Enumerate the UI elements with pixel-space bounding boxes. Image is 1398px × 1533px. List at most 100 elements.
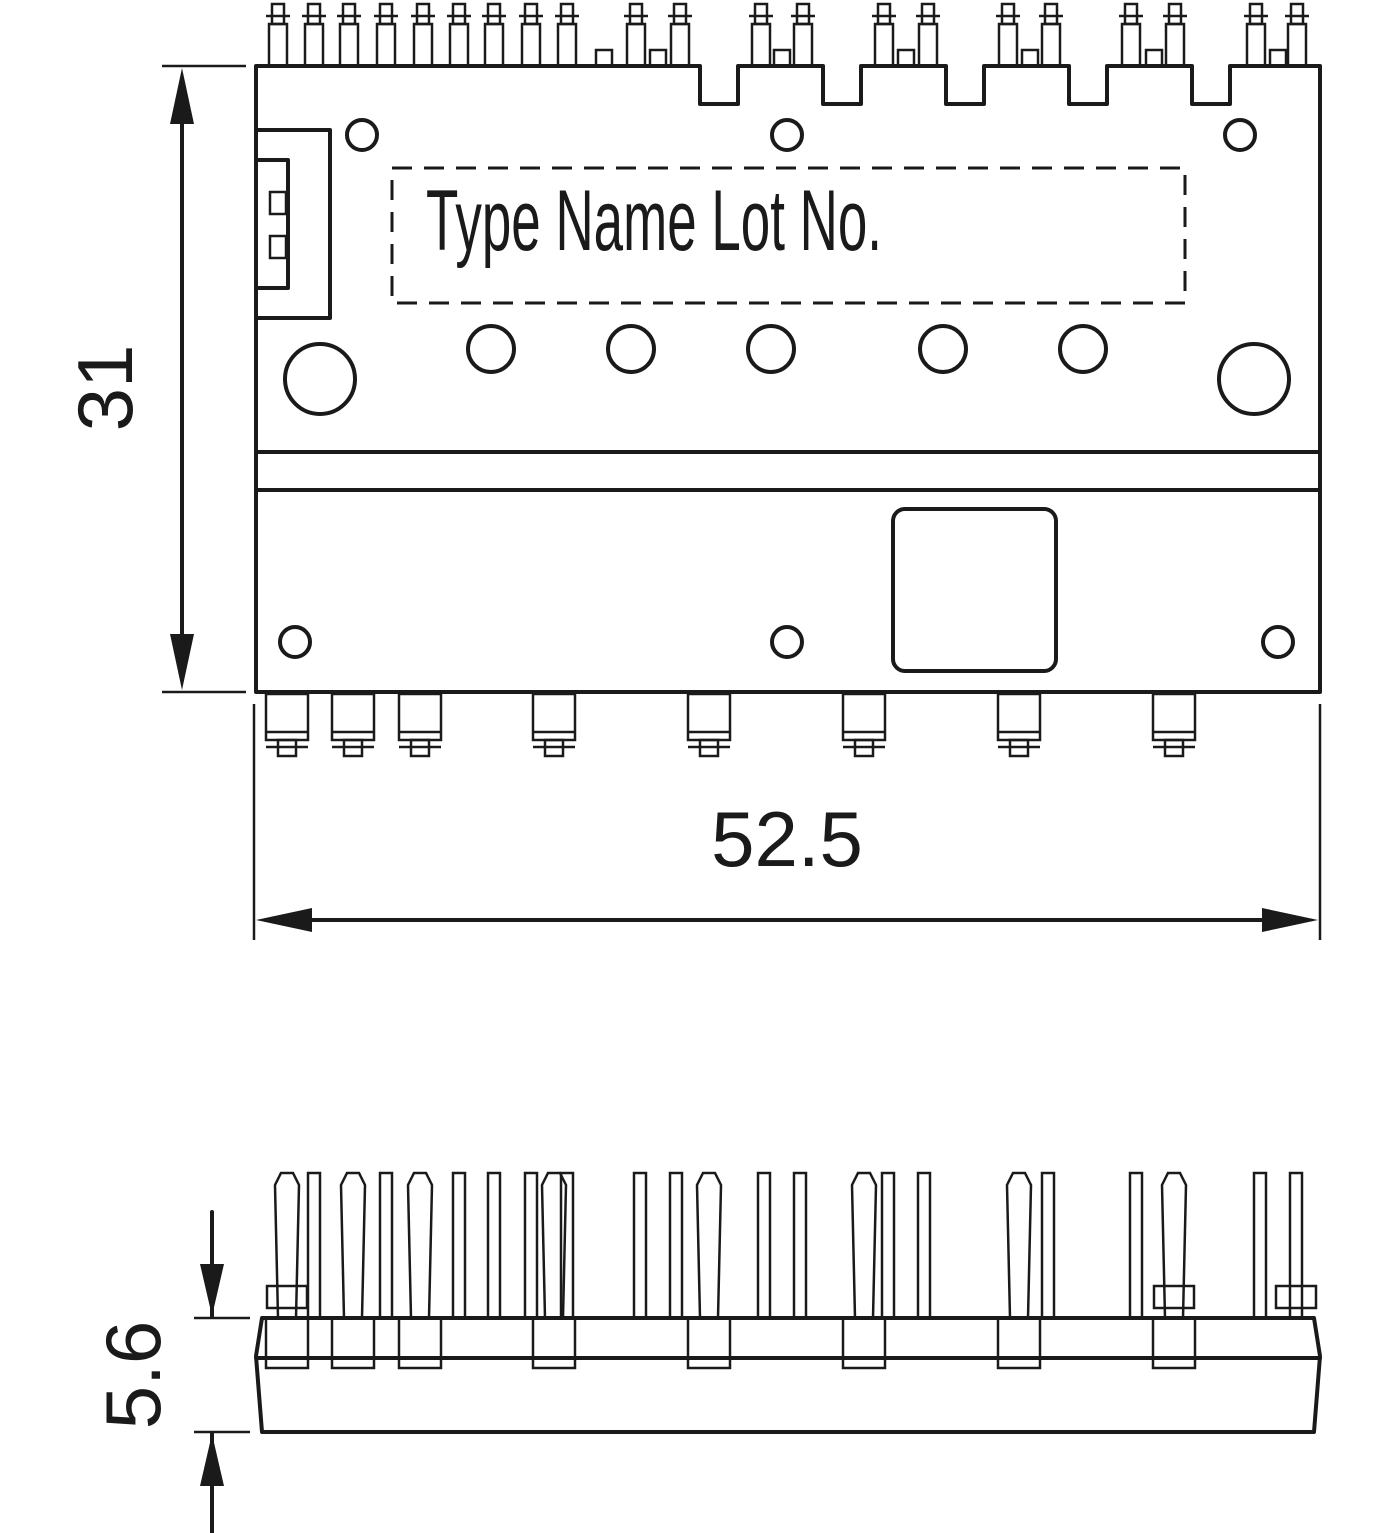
top-pin — [447, 2, 471, 68]
top-pin — [374, 2, 398, 68]
bottom-pin — [330, 692, 376, 758]
arrowhead-up — [170, 68, 194, 124]
medium-hole — [466, 324, 516, 374]
side-wide-pin — [397, 1171, 443, 1370]
side-narrow-pin — [1288, 1171, 1304, 1320]
width-dimension: 52.5 — [252, 704, 1322, 940]
pin-stub — [1268, 48, 1288, 68]
pin-lead — [1005, 1171, 1033, 1319]
side-body-outline — [254, 1316, 1322, 1434]
connector-pin — [268, 190, 288, 216]
pin-tip — [270, 2, 286, 26]
side-wide-pin — [264, 1171, 310, 1370]
side-view: 5.6 — [89, 1171, 1322, 1533]
top-view: Type Name Lot No. 31 — [61, 2, 1322, 940]
pin-tip — [559, 2, 575, 26]
side-narrow-pin — [668, 1171, 684, 1320]
side-narrow-pin — [1040, 1171, 1056, 1320]
top-pin — [624, 2, 648, 68]
pin-leg — [338, 22, 360, 68]
arrowhead-up — [200, 1434, 224, 1486]
medium-hole — [918, 324, 968, 374]
small-hole — [345, 118, 379, 152]
pin-tip — [523, 2, 539, 26]
pin-lead — [695, 1171, 723, 1319]
pin-leg — [1245, 22, 1267, 68]
side-narrow-pin — [559, 1171, 575, 1320]
pin-lead — [339, 1171, 367, 1319]
top-pin — [791, 2, 815, 68]
small-hole — [770, 625, 804, 659]
mounting-hole — [283, 342, 357, 416]
pin-leg — [303, 22, 325, 68]
pin-leg — [1120, 22, 1142, 68]
pin-base — [397, 1316, 443, 1370]
pin-lead — [1160, 1171, 1188, 1319]
pin-stub — [1144, 48, 1164, 68]
pin-leg — [997, 22, 1019, 68]
height-dimension-label: 31 — [61, 345, 149, 432]
pin-tip — [920, 2, 936, 26]
thickness-dimension-label: 5.6 — [89, 1321, 177, 1429]
pin-tip — [753, 2, 769, 26]
pin-leg — [750, 22, 772, 68]
small-hole — [278, 625, 312, 659]
square-pad — [891, 507, 1058, 673]
mounting-hole — [1217, 342, 1291, 416]
pin-tip — [628, 2, 644, 26]
pin-tip — [1000, 2, 1016, 26]
side-narrow-pin — [756, 1171, 772, 1320]
pin-stub — [648, 48, 668, 68]
arrowhead-right — [1262, 908, 1318, 932]
bottom-pin — [996, 692, 1042, 758]
bottom-pin — [1151, 692, 1197, 758]
module-body-outline — [254, 64, 1322, 694]
pin-stub — [594, 48, 614, 68]
pin-tip — [876, 2, 892, 26]
marking-area — [390, 166, 1187, 305]
retention-tab — [265, 1284, 309, 1310]
pin-leg — [520, 22, 542, 68]
pin-leg — [448, 22, 470, 68]
top-pin — [996, 2, 1020, 68]
pin-stub — [772, 48, 792, 68]
side-narrow-pin — [306, 1171, 322, 1320]
pin-lead — [850, 1171, 878, 1319]
pin-leg — [1286, 22, 1308, 68]
side-wide-pin — [686, 1171, 732, 1370]
top-pin — [749, 2, 773, 68]
side-wide-pin — [841, 1171, 887, 1370]
top-pin — [916, 2, 940, 68]
width-dimension-label: 52.5 — [711, 795, 863, 883]
top-pin — [1039, 2, 1063, 68]
pin-base — [330, 1316, 376, 1370]
side-narrow-pin — [792, 1171, 808, 1320]
pin-tip — [378, 2, 394, 26]
pin-tip — [486, 2, 502, 26]
small-hole — [1223, 118, 1257, 152]
pin-leg — [792, 22, 814, 68]
top-pin — [337, 2, 361, 68]
top-pin — [555, 2, 579, 68]
top-pin — [872, 2, 896, 68]
pin-lead — [406, 1171, 434, 1319]
side-wide-pin — [1151, 1171, 1197, 1370]
pin-tip — [341, 2, 357, 26]
side-connector — [254, 128, 332, 320]
pin-leg — [375, 22, 397, 68]
side-narrow-pin — [451, 1171, 467, 1320]
pin-leg — [625, 22, 647, 68]
connector-pin — [268, 234, 288, 260]
top-pin — [482, 2, 506, 68]
pin-tip — [306, 2, 322, 26]
pin-leg — [669, 22, 691, 68]
bottom-pin — [686, 692, 732, 758]
side-narrow-pin — [1128, 1171, 1144, 1320]
medium-hole — [746, 324, 796, 374]
side-narrow-pin — [486, 1171, 502, 1320]
arrowhead-left — [256, 908, 312, 932]
retention-tab — [1274, 1284, 1318, 1310]
side-narrow-pin — [916, 1171, 932, 1320]
pin-leg — [873, 22, 895, 68]
